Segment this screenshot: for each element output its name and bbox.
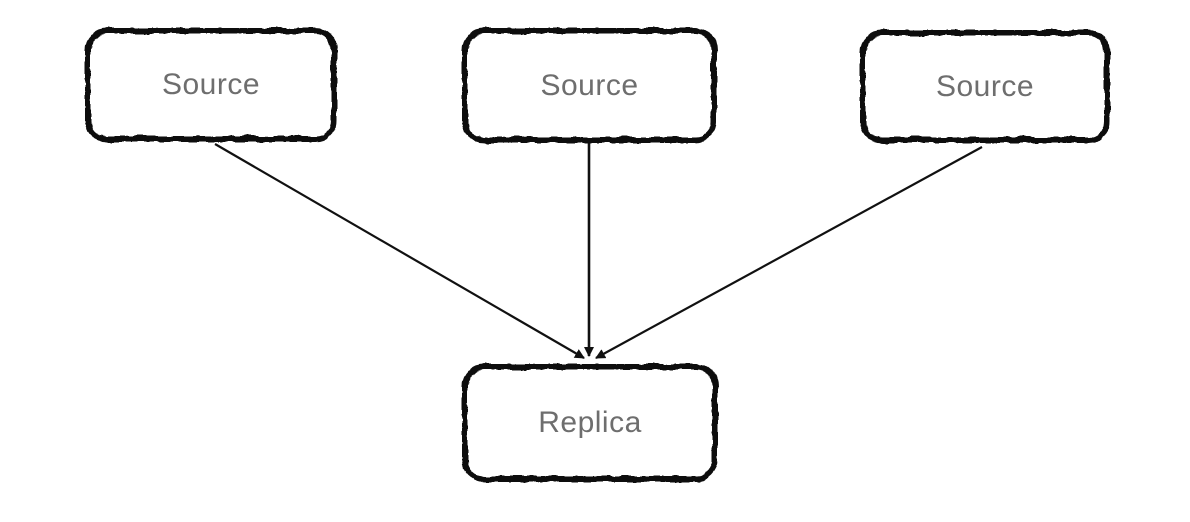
node-border <box>85 28 337 142</box>
edge-source3-to-replica <box>595 146 983 359</box>
node-replica: Replica <box>462 364 718 482</box>
node-label: Replica <box>538 406 642 439</box>
node-source-2: Source <box>462 28 717 143</box>
node-label: Source <box>161 68 261 101</box>
node-border <box>860 30 1110 143</box>
node-label: Source <box>540 68 639 102</box>
node-border <box>462 28 717 143</box>
node-border <box>462 364 718 482</box>
node-source-3: Source <box>860 30 1110 143</box>
node-source-1: Source <box>85 28 337 142</box>
node-label: Source <box>935 69 1035 103</box>
edge-source1-to-replica <box>214 143 585 359</box>
